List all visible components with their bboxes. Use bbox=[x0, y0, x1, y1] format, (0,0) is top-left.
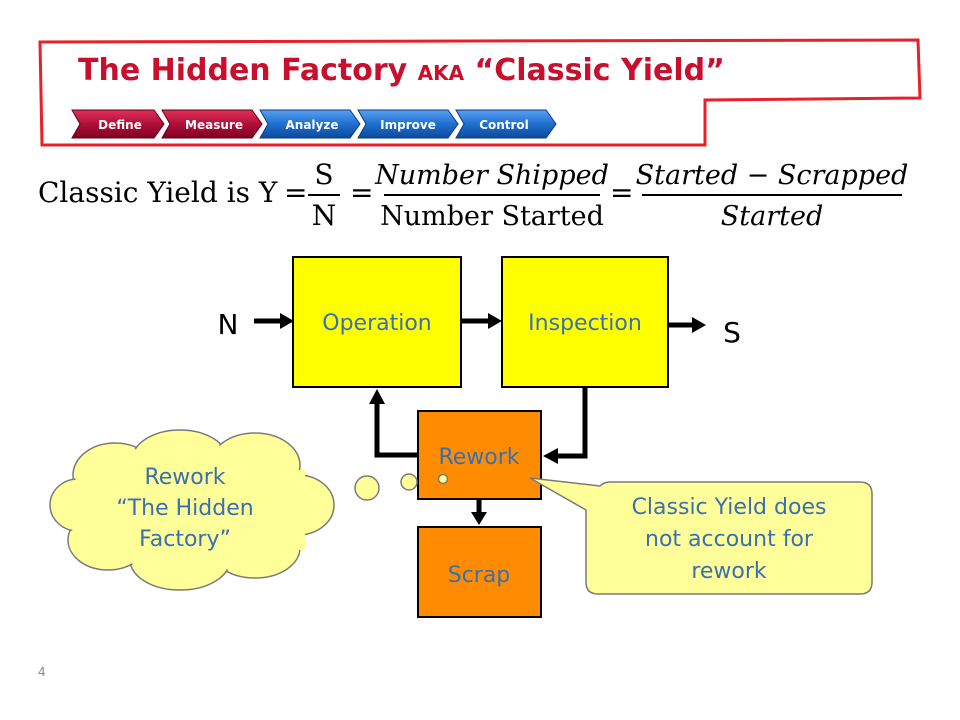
dmaic-step-improve[interactable]: Improve bbox=[357, 109, 459, 139]
inspection-box bbox=[501, 256, 669, 388]
formula-started-minus-scrapped: Started − Scrapped bbox=[636, 160, 909, 191]
dmaic-label-improve: Improve bbox=[380, 118, 436, 132]
formula-s: S bbox=[314, 158, 333, 191]
thought-cloud: Rework “The Hidden Factory” bbox=[49, 429, 449, 591]
arrow-inspection-to-rework bbox=[556, 387, 588, 459]
rework-box bbox=[417, 410, 542, 500]
formula-started: Started bbox=[721, 201, 823, 232]
callout-line-2: not account for bbox=[645, 527, 814, 552]
callout-line-3: rework bbox=[691, 559, 767, 584]
input-label-n: N bbox=[218, 308, 239, 341]
scrap-box bbox=[417, 526, 542, 618]
cloud-line-2: “The Hidden bbox=[116, 496, 253, 521]
formula-prefix: Classic Yield is Y bbox=[38, 176, 278, 209]
page-number: 4 bbox=[38, 665, 46, 679]
dmaic-step-measure[interactable]: Measure bbox=[161, 109, 263, 139]
formula-equals-3: = bbox=[610, 176, 633, 209]
formula-equals-2: = bbox=[350, 176, 373, 209]
scrap-label: Scrap bbox=[448, 563, 511, 588]
title-aka: AKA bbox=[418, 61, 465, 85]
callout-line-1: Classic Yield does bbox=[632, 495, 827, 520]
output-label-s: S bbox=[723, 316, 741, 349]
dmaic-label-measure: Measure bbox=[185, 118, 243, 132]
inspection-label: Inspection bbox=[528, 311, 642, 336]
thought-bubble-small bbox=[437, 473, 449, 485]
yield-formula: Classic Yield is Y = S N = Number Shippe… bbox=[38, 158, 908, 232]
formula-n: N bbox=[312, 199, 337, 232]
thought-bubble-medium bbox=[400, 473, 418, 491]
rework-label: Rework bbox=[438, 445, 519, 470]
arrow-rework-to-operation bbox=[374, 402, 418, 458]
operation-label: Operation bbox=[322, 311, 431, 336]
dmaic-bar: Define Measure Analyze Improve Control bbox=[71, 109, 557, 139]
dmaic-label-control: Control bbox=[479, 118, 529, 132]
cloud-line-3: Factory” bbox=[139, 527, 231, 552]
dmaic-label-analyze: Analyze bbox=[286, 118, 339, 132]
cloud-line-1: Rework bbox=[144, 465, 225, 490]
dmaic-step-define[interactable]: Define bbox=[71, 109, 165, 139]
formula-number-started: Number Started bbox=[380, 201, 604, 232]
formula-equals-1: = bbox=[284, 176, 307, 209]
dmaic-step-analyze[interactable]: Analyze bbox=[259, 109, 361, 139]
title-quote: “Classic Yield” bbox=[464, 53, 725, 88]
title-frame bbox=[38, 38, 922, 147]
formula-number-shipped: Number Shipped bbox=[374, 160, 609, 191]
process-diagram: N Operation Inspection S Rework Scrap bbox=[218, 256, 741, 618]
title-main: The Hidden Factory bbox=[78, 53, 418, 88]
dmaic-step-control[interactable]: Control bbox=[455, 109, 557, 139]
page-title: The Hidden Factory AKA “Classic Yield” bbox=[78, 53, 725, 88]
dmaic-label-define: Define bbox=[98, 118, 142, 132]
callout-box: Classic Yield does not account for rewor… bbox=[529, 477, 873, 595]
thought-bubble-large bbox=[354, 475, 380, 501]
